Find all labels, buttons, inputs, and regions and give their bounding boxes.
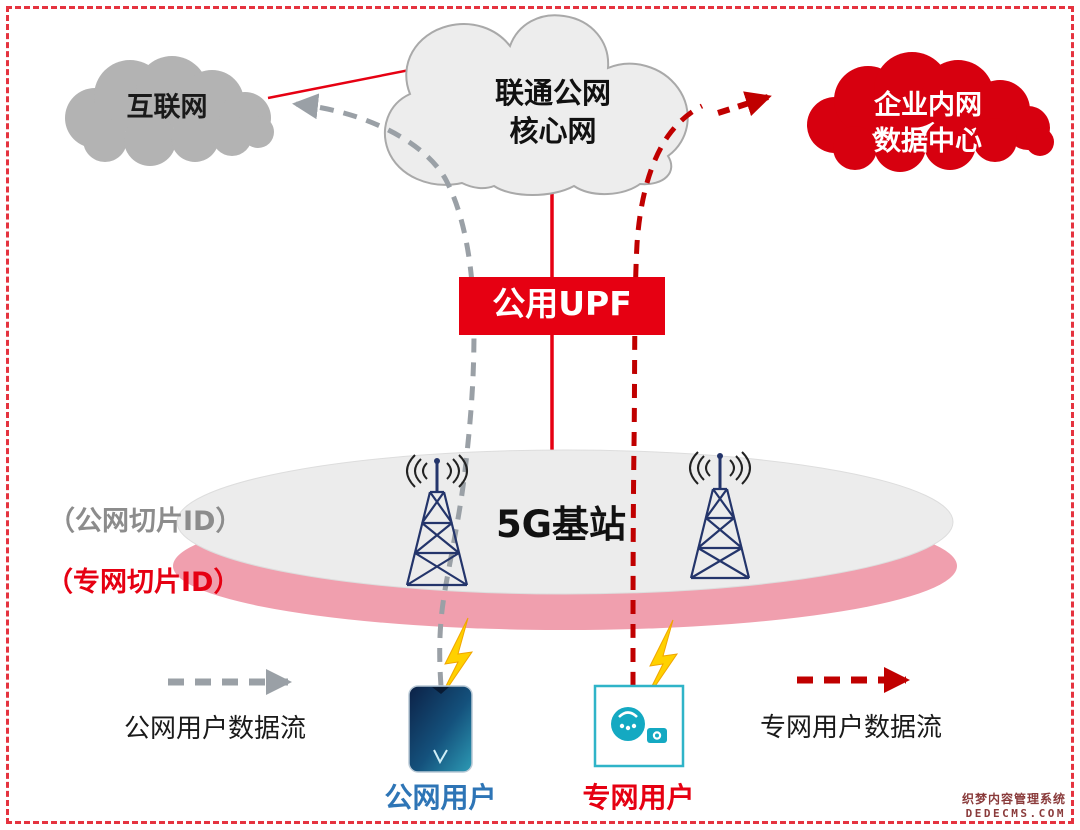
- core-network-cloud-icon: [384, 14, 689, 196]
- public-flow-path: [292, 93, 477, 687]
- core-network-label-line2: 核心网: [509, 114, 597, 148]
- watermark-line2: DEDECMS.COM: [965, 807, 1066, 820]
- core-network-label-line1: 联通公网: [494, 76, 611, 110]
- base-station-label: 5G基站: [495, 503, 627, 546]
- public-slice-ellipse: [176, 449, 954, 595]
- internet-cloud-icon: [65, 56, 274, 166]
- iot-device-icon: [593, 684, 685, 768]
- core-network-label: 联通公网 核心网: [453, 74, 653, 150]
- smartphone-icon: [408, 685, 473, 773]
- enterprise-dc-label: 企业内网 数据中心: [828, 88, 1028, 160]
- private-user-label: 专网用户: [582, 781, 695, 814]
- upf-label: 公用UPF: [492, 284, 632, 323]
- public-user-label: 公网用户: [384, 781, 497, 814]
- private-slice-id-label: （专网切片ID）: [46, 567, 241, 598]
- watermark-line1: 织梦内容管理系统: [961, 792, 1066, 806]
- legend-private-flow-label: 专网用户数据流: [760, 713, 943, 743]
- cell-tower-icon: [405, 454, 469, 587]
- upf-box: [459, 277, 665, 335]
- public-slice-id-label: （公网切片ID）: [48, 506, 243, 537]
- private-flow-path: [630, 103, 704, 687]
- watermark: 织梦内容管理系统 DEDECMS.COM: [962, 792, 1066, 821]
- private-flow-arrow: [717, 91, 772, 117]
- enterprise-dc-label-line2: 数据中心: [874, 126, 982, 157]
- enterprise-dc-label-line1: 企业内网: [874, 90, 982, 121]
- internet-label: 互联网: [126, 92, 208, 123]
- enterprise-cloud-icon: [807, 52, 1054, 172]
- legend-public-flow-label: 公网用户数据流: [124, 714, 307, 744]
- cell-tower-icon: [689, 451, 751, 580]
